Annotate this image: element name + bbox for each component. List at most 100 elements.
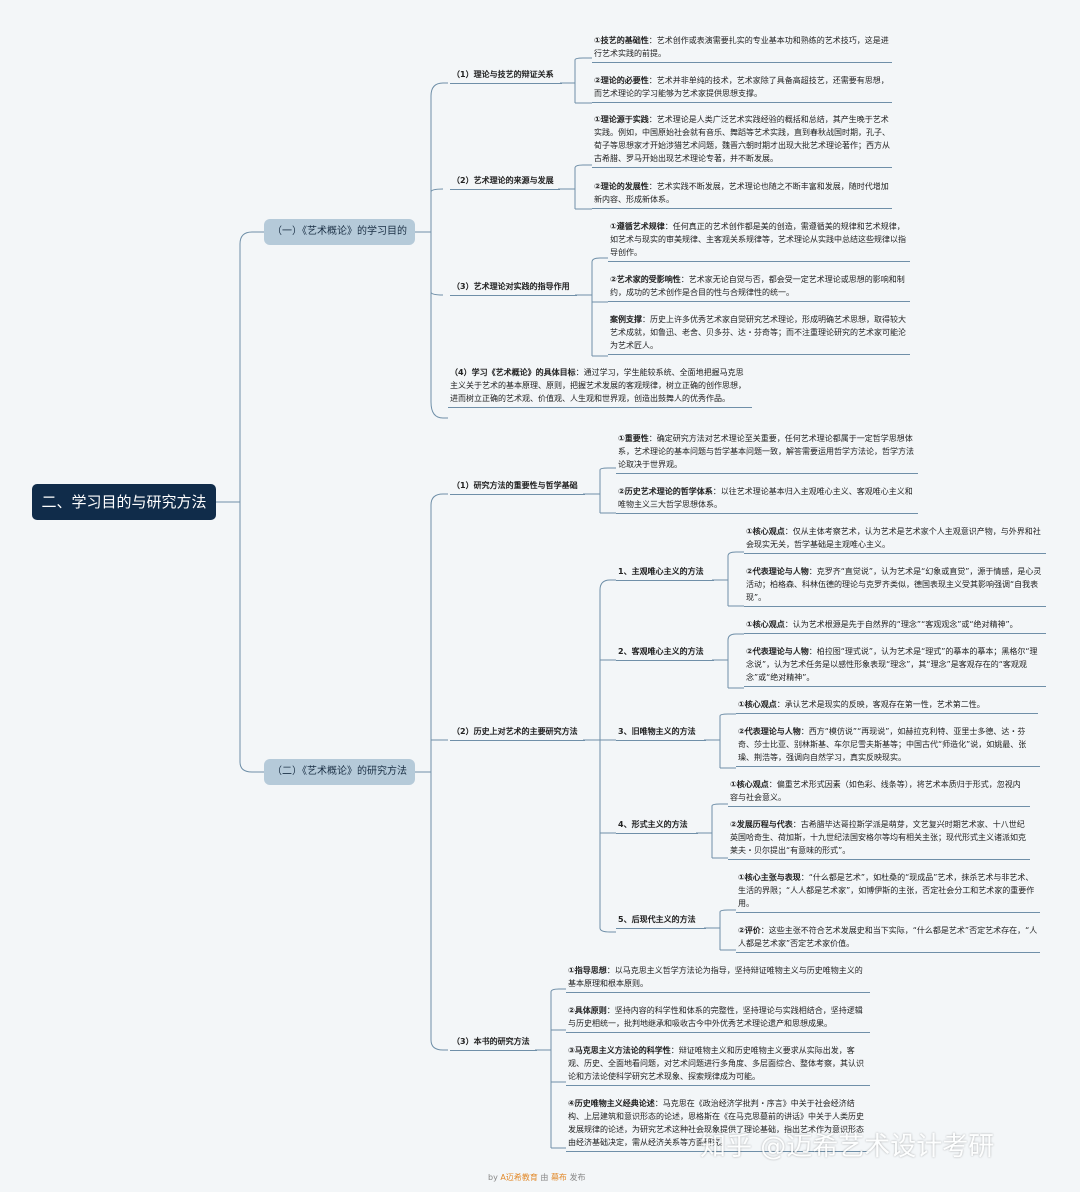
connector-root-sections <box>216 231 264 773</box>
section-learning-purpose[interactable]: （一）《艺术概论》的学习目的 <box>264 219 415 245</box>
branch-method-importance[interactable]: （1）研究方法的重要性与哲学基础 <box>450 479 585 495</box>
leaf-heading: ①核心观点 <box>746 620 785 629</box>
leaf-text: ：柏拉图“理式说”，认为艺术是“理式”的摹本的摹本；黑格尔“理念说”，认为艺术任… <box>746 647 1038 682</box>
leaf-theory-development[interactable]: ②理论的发展性：艺术实践不断发展，艺术理论也随之不断丰富和发展，随时代增加新内容… <box>592 180 892 209</box>
connector-m4-leaves <box>696 803 728 859</box>
leaf-heading: ②理论的发展性 <box>594 182 649 191</box>
leaf-heading: ①重要性 <box>618 434 649 443</box>
method-objective-idealism[interactable]: 2、客观唯心主义的方法 <box>616 645 714 661</box>
leaf-heading: ②具体原则 <box>568 1006 607 1015</box>
branch-theory-guidance[interactable]: （3）艺术理论对实践的指导作用 <box>450 280 577 296</box>
footer-end: 发布 <box>569 1173 586 1182</box>
leaf-formalism-history[interactable]: ②发展历程与代表：古希腊毕达哥拉斯学派是萌芽，文艺复兴时期艺术家、十八世纪英国哈… <box>728 818 1030 860</box>
leaf-text: ：古希腊毕达哥拉斯学派是萌芽，文艺复兴时期艺术家、十八世纪英国哈奇生、荷加斯，十… <box>730 820 1026 855</box>
leaf-subjective-core[interactable]: ①核心观点：仅从主体考察艺术，认为艺术是艺术家个人主观意识产物，与外界和社会现实… <box>744 525 1046 554</box>
leaf-postmodern-evaluation[interactable]: ②评价：这些主张不符合艺术发展史和当下实际，“什么都是艺术”否定艺术存在，“人人… <box>736 924 1040 953</box>
branch-theory-skill[interactable]: （1）理论与技艺的辩证关系 <box>450 68 562 84</box>
leaf-heading: ②代表理论与人物 <box>738 727 801 736</box>
leaf-text: ：仅从主体考察艺术，认为艺术是艺术家个人主观意识产物，与外界和社会现实无关，哲学… <box>746 527 1041 549</box>
leaf-text: ：艺术并非单纯的技术，艺术家除了具备高超技艺，还需要有思想，而艺术理论的学习能够… <box>594 76 889 98</box>
leaf-method-importance[interactable]: ①重要性：确定研究方法对艺术理论至关重要，任何艺术理论都属于一定哲学思想体系，艺… <box>616 432 918 474</box>
branch-historical-methods[interactable]: （2）历史上对艺术的主要研究方法 <box>450 725 585 741</box>
connector-c1-leaves <box>583 467 616 514</box>
leaf-text: ：西方“模仿说”“再现说”，如赫拉克利特、亚里士多德、达・芬奇、莎士比亚、别林斯… <box>738 727 1027 762</box>
leaf-skill-foundation[interactable]: ①技艺的基础性：艺术创作或表演需要扎实的专业基本功和熟练的艺术技巧，这是进行艺术… <box>592 34 892 63</box>
footer-brand[interactable]: 幕布 <box>550 1173 567 1182</box>
leaf-text: ：认为艺术根源是先于自然界的“理念”“客观观念”或“绝对精神”。 <box>784 620 1018 629</box>
leaf-objective-core[interactable]: ①核心观点：认为艺术根源是先于自然界的“理念”“客观观念”或“绝对精神”。 <box>744 618 1046 634</box>
branch-book-method[interactable]: （3）本书的研究方法 <box>450 1035 537 1051</box>
method-subjective-idealism[interactable]: 1、主观唯心主义的方法 <box>616 565 714 581</box>
leaf-text: ：通过学习，学生能较系统、全面地把握马克思主义关于艺术的基本原理、原则，把握艺术… <box>450 368 746 403</box>
section-research-method[interactable]: （二）《艺术概论》的研究方法 <box>264 759 415 785</box>
leaf-theory-necessity[interactable]: ②理论的必要性：艺术并非单纯的技术，艺术家除了具备高超技艺，还需要有思想，而艺术… <box>592 74 892 103</box>
leaf-materialism-core[interactable]: ①核心观点：承认艺术是现实的反映，客观存在第一性，艺术第二性。 <box>736 698 1038 714</box>
leaf-heading: （4）学习《艺术概论》的具体目标 <box>450 368 576 377</box>
leaf-text: ：克罗齐“直觉说”，认为艺术是“幻象或直觉”，源于情感，是心灵活动；柏格森、科林… <box>746 567 1042 602</box>
footer-mid: 由 <box>540 1173 549 1182</box>
leaf-text: ：辩证唯物主义和历史唯物主义要求从实际出发，客观、历史、全面地看问题，对艺术问题… <box>568 1046 864 1081</box>
leaf-text: ：艺术实践不断发展，艺术理论也随之不断丰富和发展，随时代增加新内容、形成新体系。 <box>594 182 889 204</box>
leaf-text: ：承认艺术是现实的反映，客观存在第一性，艺术第二性。 <box>776 700 985 709</box>
leaf-heading: ①核心主张与表现 <box>738 873 801 882</box>
connector-m5-leaves <box>704 909 736 951</box>
leaf-subjective-representatives[interactable]: ②代表理论与人物：克罗齐“直觉说”，认为艺术是“幻象或直觉”，源于情感，是心灵活… <box>744 565 1046 607</box>
connector-b1-leaves <box>560 57 592 104</box>
leaf-text: ：以往艺术理论基本归入主观唯心主义、客观唯心主义和唯物主义三大哲学思想体系。 <box>618 487 913 509</box>
leaf-artist-influence[interactable]: ②艺术家的受影响性：艺术家无论自觉与否，都会受一定艺术理论或思想的影响和制约，成… <box>608 273 910 302</box>
connector-s2-branches <box>415 493 448 1051</box>
leaf-text: ：历史上许多优秀艺术家自觉研究艺术理论，形成明确艺术思想，取得较大艺术成就，如鲁… <box>610 315 906 350</box>
leaf-objective-representatives[interactable]: ②代表理论与人物：柏拉图“理式说”，认为艺术是“理式”的摹本的摹本；黑格尔“理念… <box>744 645 1046 687</box>
connector-b2-leaves <box>558 164 592 210</box>
leaf-text: ：以马克思主义哲学方法论为指导，坚持辩证唯物主义与历史唯物主义的基本原理和根本原… <box>568 966 863 988</box>
method-postmodernism[interactable]: 5、后现代主义的方法 <box>616 913 706 929</box>
leaf-marxist-science[interactable]: ③马克思主义方法论的科学性：辩证唯物主义和历史唯物主义要求从实际出发，客观、历史… <box>566 1044 870 1086</box>
leaf-heading: ②历史艺术理论的哲学体系 <box>618 487 713 496</box>
leaf-case-support[interactable]: 案例支撑：历史上许多优秀艺术家自觉研究艺术理论，形成明确艺术思想，取得较大艺术成… <box>608 313 910 355</box>
leaf-text: ：任何真正的艺术创作都是美的创造，需遵循美的规律和艺术规律，如艺术与现实的审美规… <box>610 222 906 257</box>
leaf-heading: ④历史唯物主义经典论述 <box>568 1099 655 1108</box>
leaf-heading: ③马克思主义方法论的科学性 <box>568 1046 671 1055</box>
leaf-heading: ②艺术家的受影响性 <box>610 275 681 284</box>
leaf-text: ：艺术理论是人类广泛艺术实践经验的概括和总结，其产生晚于艺术实践。例如，中国原始… <box>594 115 890 163</box>
branch-learning-goals[interactable]: （4）学习《艺术概论》的具体目标：通过学习，学生能较系统、全面地把握马克思主义关… <box>448 366 752 408</box>
leaf-formalism-core[interactable]: ①核心观点：偏重艺术形式因素（如色彩、线条等），将艺术本质归于形式，忽视内容与社… <box>728 778 1030 807</box>
leaf-text: ：艺术家无论自觉与否，都会受一定艺术理论或思想的影响和制约，成功的艺术创作是合目… <box>610 275 905 297</box>
leaf-specific-principles[interactable]: ②具体原则：坚持内容的科学性和体系的完整性，坚持理论与实践相结合，坚持逻辑与历史… <box>566 1004 870 1033</box>
leaf-heading: ②理论的必要性 <box>594 76 649 85</box>
leaf-heading: ②发展历程与代表 <box>730 820 793 829</box>
connector-m2-leaves <box>712 633 744 689</box>
connector-m1-leaves <box>712 551 744 607</box>
leaf-heading: ②代表理论与人物 <box>746 567 809 576</box>
leaf-heading: ①核心观点 <box>746 527 785 536</box>
footer-author[interactable]: A迈希教育 <box>500 1173 538 1182</box>
connector-c2-methods <box>583 579 616 933</box>
root-node[interactable]: 二、学习目的与研究方法 <box>32 484 216 520</box>
leaf-guiding-thought[interactable]: ①指导思想：以马克思主义哲学方法论为指导，坚持辩证唯物主义与历史唯物主义的基本原… <box>566 964 870 993</box>
leaf-heading: ②评价 <box>738 926 761 935</box>
leaf-theory-from-practice[interactable]: ①理论源于实践：艺术理论是人类广泛艺术实践经验的概括和总结，其产生晚于艺术实践。… <box>592 113 892 168</box>
connector-m3-leaves <box>704 713 736 769</box>
leaf-text: ：马克思在《政治经济学批判・序言》中关于社会经济结构、上层建筑和意识形态的论述，… <box>568 1099 864 1147</box>
leaf-text: ：确定研究方法对艺术理论至关重要，任何艺术理论都属于一定哲学思想体系，艺术理论的… <box>618 434 914 469</box>
connector-b3-leaves <box>575 257 608 357</box>
leaf-text: ：艺术创作或表演需要扎实的专业基本功和熟练的艺术技巧，这是进行艺术实践的前提。 <box>594 36 889 58</box>
leaf-follow-art-laws[interactable]: ①遵循艺术规律：任何真正的艺术创作都是美的创造，需遵循美的规律和艺术规律，如艺术… <box>608 220 910 262</box>
footer-credit: by A迈希教育 由 幕布 发布 <box>488 1172 585 1183</box>
leaf-postmodern-claims[interactable]: ①核心主张与表现：“什么都是艺术”，如杜桑的“现成品”艺术，抹杀艺术与非艺术、生… <box>736 871 1040 913</box>
branch-theory-origin[interactable]: （2）艺术理论的来源与发展 <box>450 174 560 190</box>
leaf-text: ：偏重艺术形式因素（如色彩、线条等），将艺术本质归于形式，忽视内容与社会意义。 <box>730 780 1021 802</box>
zhihu-watermark: 知乎 @迈希艺术设计考研 <box>700 1132 995 1162</box>
method-old-materialism[interactable]: 3、旧唯物主义的方法 <box>616 725 706 741</box>
leaf-philosophy-systems[interactable]: ②历史艺术理论的哲学体系：以往艺术理论基本归入主观唯心主义、客观唯心主义和唯物主… <box>616 485 918 514</box>
leaf-heading: ①核心观点 <box>730 780 769 789</box>
leaf-classic-discourse[interactable]: ④历史唯物主义经典论述：马克思在《政治经济学批判・序言》中关于社会经济结构、上层… <box>566 1097 870 1152</box>
method-formalism[interactable]: 4、形式主义的方法 <box>616 818 698 834</box>
leaf-text: ：坚持内容的科学性和体系的完整性，坚持理论与实践相结合，坚持逻辑与历史相统一，批… <box>568 1006 863 1028</box>
connector-s1-branches <box>415 82 448 419</box>
leaf-materialism-representatives[interactable]: ②代表理论与人物：西方“模仿说”“再现说”，如赫拉克利特、亚里士多德、达・芬奇、… <box>736 725 1040 767</box>
leaf-heading: ①指导思想 <box>568 966 607 975</box>
leaf-heading: ①遵循艺术规律 <box>610 222 665 231</box>
leaf-heading: ①技艺的基础性 <box>594 36 649 45</box>
